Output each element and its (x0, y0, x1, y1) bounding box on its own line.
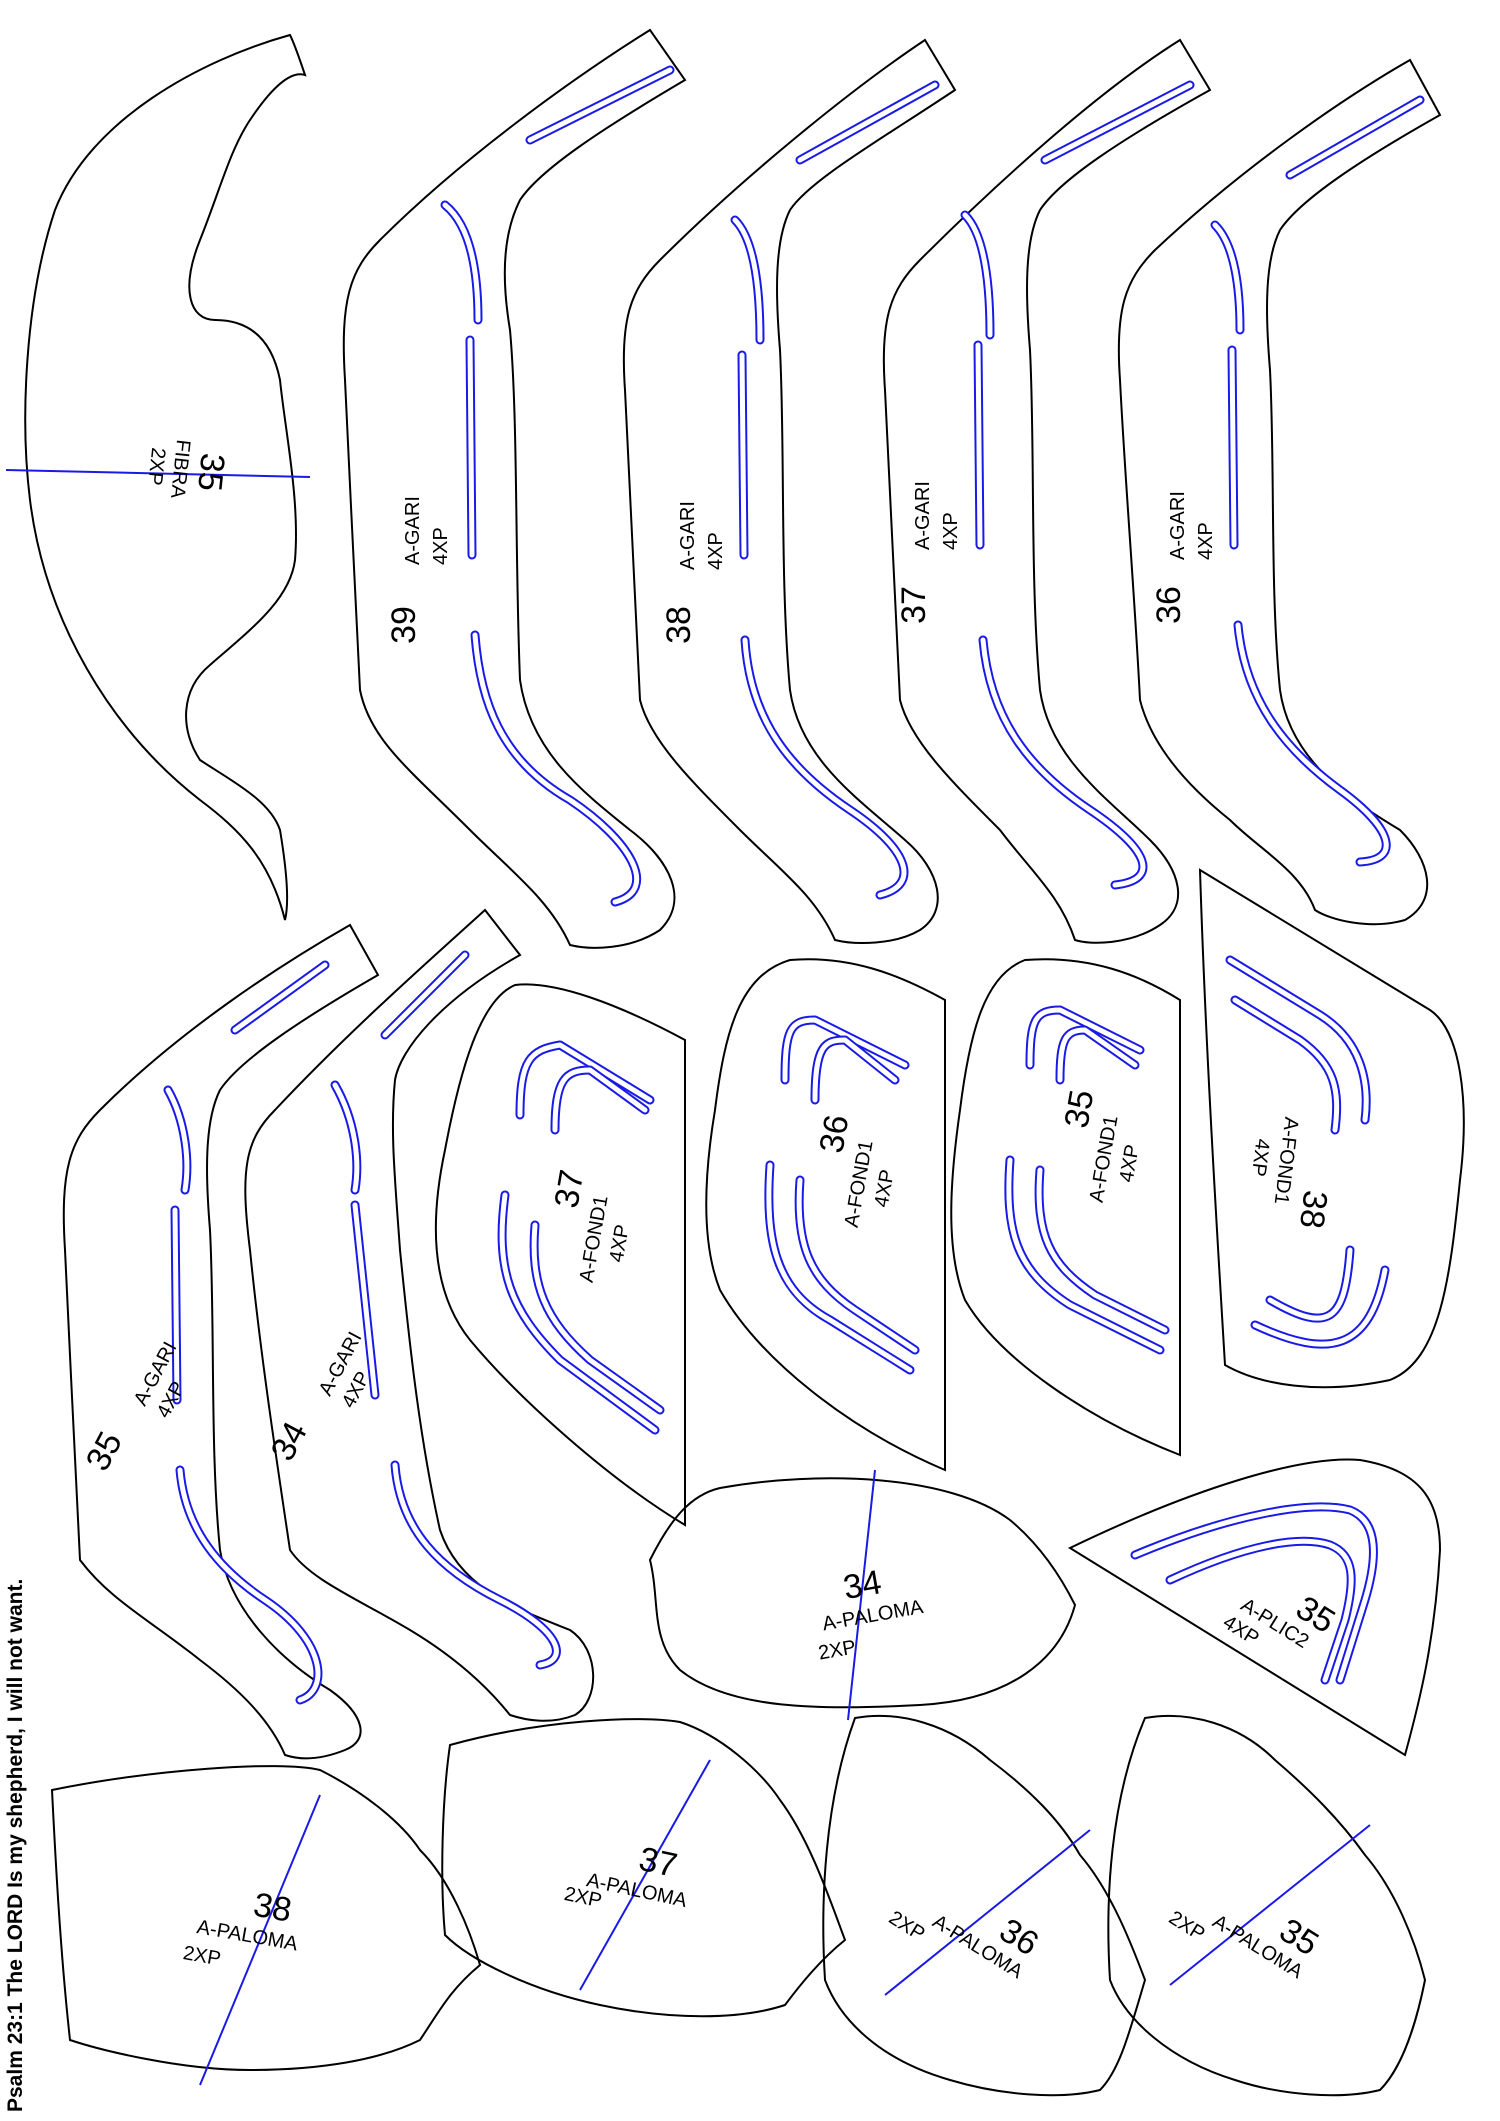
pattern-piece-paloma-35: 35 A-PALOMA 2XP (1107, 1714, 1427, 2097)
piece-outline (882, 38, 1212, 944)
piece-outline (622, 38, 957, 944)
pattern-piece-fond1-35: 35 A-FOND1 4XP (950, 958, 1181, 1457)
pattern-piece-gari-34: 34 A-GARI 4XP (244, 908, 595, 1722)
piece-number: 36 (812, 1112, 856, 1156)
grain-line (199, 1794, 321, 2086)
pattern-piece-fond1-37: 37 A-FOND1 4XP (434, 983, 686, 1527)
piece-quantity: 2XP (885, 1907, 929, 1946)
piece-outline (24, 33, 307, 921)
piece-name: A-GARI (402, 496, 424, 565)
piece-number: 39 (385, 606, 423, 644)
piece-outline (62, 923, 380, 1760)
pattern-piece-gari-39: 39 A-GARI 4XP (342, 28, 687, 949)
piece-outline (1107, 1714, 1427, 2097)
pattern-piece-fond1-38: 38 A-FOND1 4XP (1198, 868, 1465, 1389)
piece-outline (441, 1718, 847, 2018)
pattern-piece-paloma-38: 38 A-PALOMA 2XP (50, 1765, 482, 2086)
piece-number: 38 (1292, 1188, 1334, 1230)
piece-outline (50, 1765, 482, 2072)
grain-line (847, 1469, 876, 1721)
piece-quantity: 4XP (1195, 522, 1217, 560)
piece-quantity: 4XP (940, 512, 962, 550)
pattern-piece-gari-35: 35 A-GARI 4XP (62, 923, 380, 1760)
piece-name: A-GARI (677, 501, 699, 570)
piece-number: 37 (547, 1167, 591, 1211)
piece-outline (822, 1714, 1147, 2097)
piece-outline (648, 1477, 1077, 1709)
piece-outline (705, 958, 946, 1472)
piece-number: 35 (79, 1426, 130, 1477)
grain-line (5, 469, 311, 478)
pattern-piece-plic2-35: 35 A-PLIC2 4XP (1067, 1458, 1442, 1757)
piece-number: 34 (840, 1563, 884, 1607)
pattern-piece-fond1-36: 36 A-FOND1 4XP (705, 958, 946, 1472)
piece-number: 35 (190, 451, 232, 493)
piece-number: 37 (636, 1840, 681, 1885)
grain-line (884, 1829, 1091, 1996)
piece-outline (434, 983, 686, 1527)
piece-number: 36 (1150, 586, 1188, 624)
piece-name: A-GARI (912, 481, 934, 550)
grain-line (1169, 1824, 1371, 1986)
piece-quantity: 4XP (705, 532, 727, 570)
piece-quantity: 4XP (1247, 1137, 1273, 1177)
pattern-piece-gari-38: 38 A-GARI 4XP (622, 38, 957, 944)
piece-outline (244, 908, 595, 1722)
piece-quantity: 4XP (606, 1223, 634, 1264)
piece-quantity: 2XP (817, 1636, 858, 1664)
pattern-piece-paloma-37: 37 A-PALOMA 2XP (441, 1718, 847, 2018)
piece-number: 35 (1057, 1087, 1101, 1131)
piece-quantity: 2XP (143, 446, 169, 486)
piece-outline (1117, 58, 1442, 926)
piece-number: 37 (895, 586, 933, 624)
pattern-piece-fibra-35: 35 FIBRA 2XP (5, 33, 311, 921)
piece-number: 38 (660, 606, 698, 644)
piece-number: 38 (251, 1886, 295, 1930)
pattern-piece-paloma-34: 34 A-PALOMA 2XP (648, 1469, 1077, 1721)
pattern-piece-gari-37: 37 A-GARI 4XP (882, 38, 1212, 944)
pattern-piece-paloma-36: 36 A-PALOMA 2XP (822, 1714, 1147, 2097)
piece-name: FIBRA (166, 439, 194, 501)
piece-outline (950, 958, 1181, 1457)
piece-outline (1198, 868, 1465, 1389)
piece-outline (1067, 1458, 1442, 1757)
piece-quantity: 4XP (430, 527, 452, 565)
piece-name: A-GARI (1167, 491, 1189, 560)
piece-quantity: 4XP (1116, 1143, 1144, 1184)
piece-quantity: 2XP (1165, 1907, 1209, 1946)
piece-quantity: 4XP (871, 1168, 899, 1209)
footer-verse: Psalm 23:1 The LORD Is my shepherd, I wi… (4, 1579, 27, 2112)
piece-outline (342, 28, 687, 949)
grain-line (579, 1759, 711, 1991)
piece-quantity: 2XP (181, 1942, 222, 1970)
pattern-piece-gari-36: 36 A-GARI 4XP (1117, 58, 1442, 926)
